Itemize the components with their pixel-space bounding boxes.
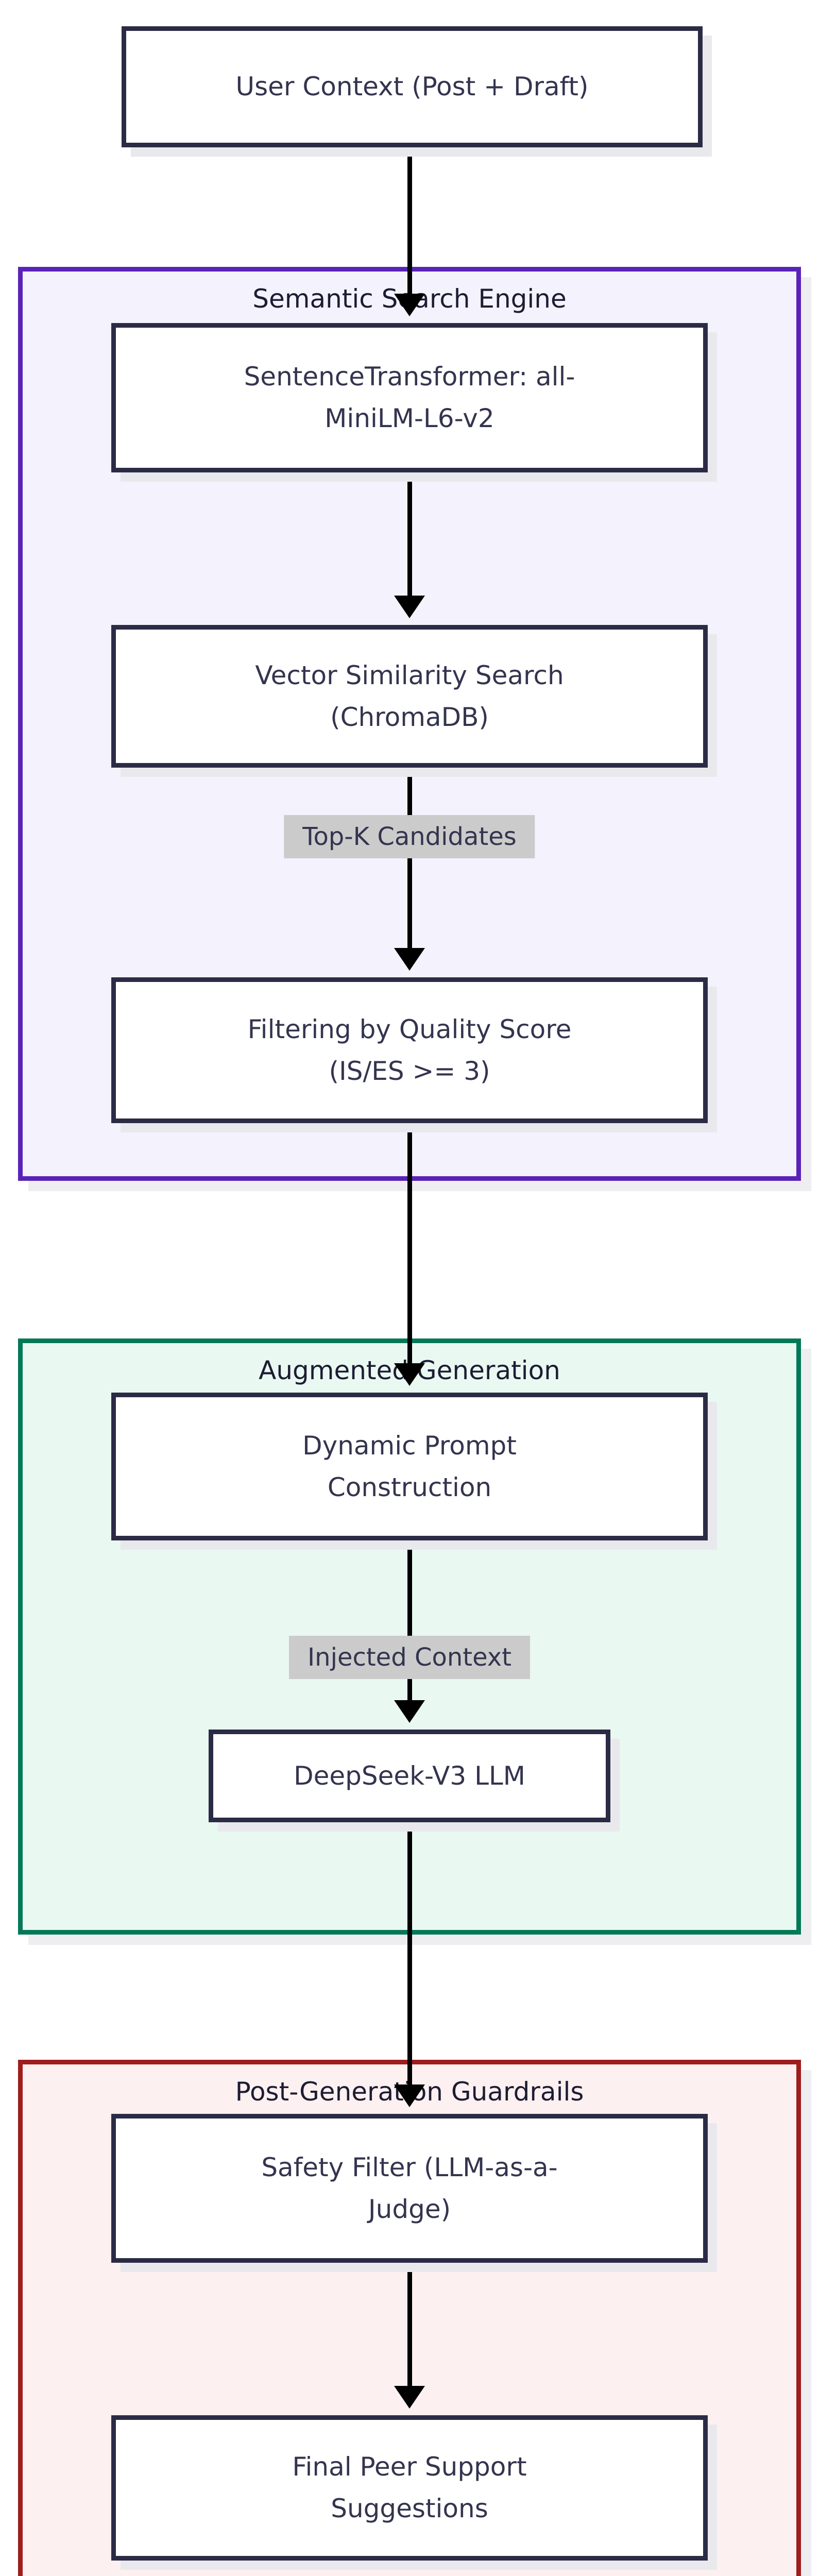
arrow-line [407, 2263, 412, 2386]
arrowhead-icon [394, 1700, 425, 1723]
flow-node-vector-similarity-search: Vector Similarity Search (ChromaDB) [111, 625, 708, 768]
arrow-line [407, 472, 412, 596]
arrow-vector-search-to-quality-filter [394, 768, 425, 971]
flow-node-safety-filter: Safety Filter (LLM-as-a- Judge) [111, 2114, 708, 2263]
arrow-user-context-to-sentence-transformer [394, 147, 425, 316]
arrowhead-icon [394, 596, 425, 618]
flow-node-final-peer-support-suggestions: Final Peer Support Suggestions [111, 2415, 708, 2561]
arrow-dynamic-prompt-to-deepseek-llm [394, 1540, 425, 1723]
arrow-deepseek-llm-to-safety-filter [394, 1822, 425, 2107]
arrow-quality-filter-to-dynamic-prompt [394, 1123, 425, 1386]
arrow-line [407, 1540, 412, 1700]
arrow-sentence-transformer-to-vector-search [394, 472, 425, 618]
arrowhead-icon [394, 1363, 425, 1386]
arrowhead-icon [394, 948, 425, 971]
flow-node-deepseek-v3-llm: DeepSeek-V3 LLM [209, 1730, 610, 1822]
edge-label-top-k-candidates: Top-K Candidates [284, 815, 535, 858]
flow-node-dynamic-prompt-construction: Dynamic Prompt Construction [111, 1393, 708, 1540]
arrow-safety-filter-to-final-suggestions [394, 2263, 425, 2409]
arrowhead-icon [394, 294, 425, 316]
arrowhead-icon [394, 2084, 425, 2107]
arrow-line [407, 147, 412, 294]
flow-node-quality-filter: Filtering by Quality Score (IS/ES >= 3) [111, 977, 708, 1123]
edge-label-injected-context: Injected Context [289, 1636, 530, 1679]
flow-node-sentence-transformer: SentenceTransformer: all- MiniLM-L6-v2 [111, 323, 708, 472]
flow-node-user-context: User Context (Post + Draft) [122, 26, 703, 147]
arrow-line [407, 1822, 412, 2084]
arrow-line [407, 1123, 412, 1363]
arrowhead-icon [394, 2386, 425, 2409]
